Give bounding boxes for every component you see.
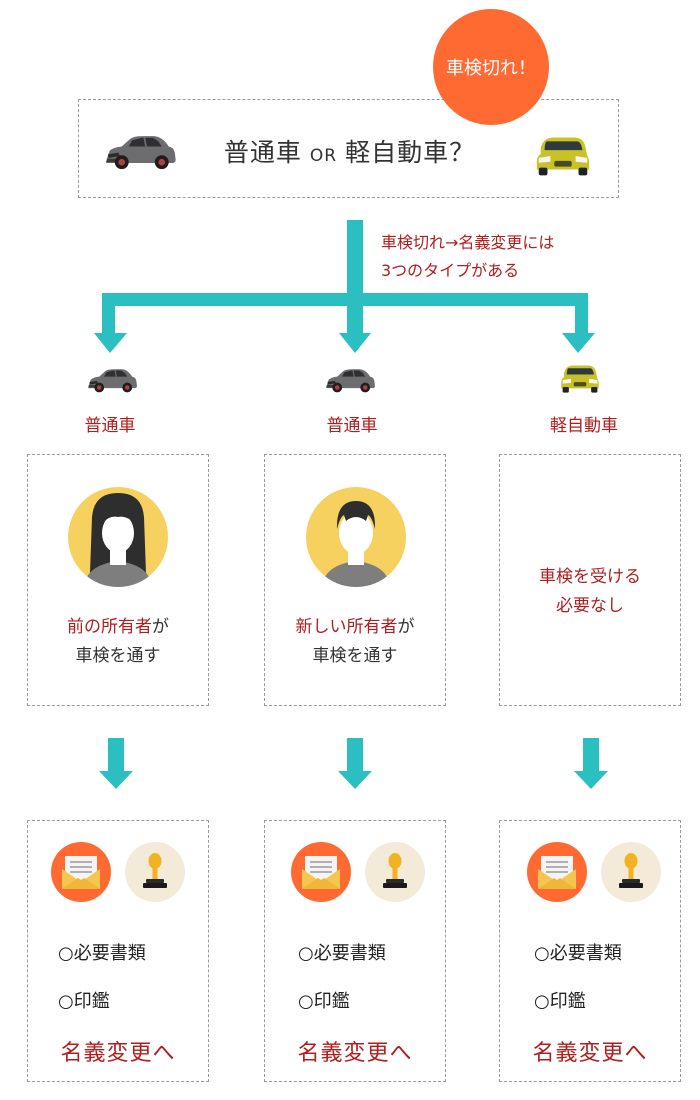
req-3-documents: ○必要書類 bbox=[534, 943, 622, 964]
owner-card-3-text: 車検を受ける 必要なし bbox=[500, 563, 680, 621]
center-arrow-head bbox=[339, 333, 371, 353]
transfer-1: 名義変更へ bbox=[60, 1041, 176, 1066]
transfer-2: 名義変更へ bbox=[297, 1041, 413, 1066]
card-3-line1: 車検を受ける bbox=[539, 567, 641, 587]
req-1-seal: ○印鑑 bbox=[58, 991, 110, 1012]
question-text: 普通車 OR 軽自動車？ bbox=[79, 133, 620, 169]
badge-text: 車検切れ！ bbox=[446, 58, 536, 79]
requirement-card-3: ○必要書類 ○印鑑 名義変更へ bbox=[499, 820, 681, 1082]
seal-stamp-icon bbox=[365, 842, 425, 902]
suv-gray-icon bbox=[87, 368, 138, 393]
seal-stamp-icon bbox=[125, 842, 185, 902]
owner-card-2-text: 新しい所有者が 車検を通す bbox=[265, 613, 445, 671]
kei-car-yellow-icon bbox=[561, 365, 599, 393]
card-2-suffix: が bbox=[397, 617, 415, 637]
suv-gray-icon bbox=[325, 368, 376, 393]
envelope-document-icon bbox=[291, 842, 351, 902]
lower-arrows bbox=[99, 738, 608, 789]
card-2-red-text: 新しい所有者 bbox=[295, 617, 398, 637]
requirement-card-1: ○必要書類 ○印鑑 名義変更へ bbox=[27, 820, 209, 1082]
card-1-suffix: が bbox=[152, 617, 169, 637]
req-1-documents: ○必要書類 bbox=[58, 943, 146, 964]
left-arrow-head bbox=[94, 333, 127, 353]
req-2-seal: ○印鑑 bbox=[298, 991, 350, 1012]
branch-connector bbox=[94, 220, 595, 353]
owner-card-1: 前の所有者が 車検を通す bbox=[27, 454, 209, 706]
expired-inspection-badge: 車検切れ！ bbox=[433, 9, 549, 125]
crossbar-line bbox=[102, 293, 588, 306]
owner-card-1-text: 前の所有者が 車検を通す bbox=[28, 613, 208, 671]
right-drop-line bbox=[575, 293, 588, 333]
envelope-document-icon bbox=[527, 842, 587, 902]
envelope-document-icon bbox=[51, 842, 111, 902]
lower-arrow-3-stem bbox=[583, 738, 599, 771]
branch-note-line2: 3つのタイプがある bbox=[381, 261, 520, 280]
type-label-1: 普通車 bbox=[84, 416, 136, 436]
question-or: OR bbox=[309, 146, 338, 166]
center-drop-line bbox=[347, 293, 363, 333]
question-kei: 軽自動車？ bbox=[345, 138, 476, 167]
transfer-3: 名義変更へ bbox=[532, 1041, 648, 1066]
trunk-line bbox=[347, 220, 363, 306]
lower-arrow-2-stem bbox=[347, 738, 363, 771]
type-label-2: 普通車 bbox=[326, 416, 378, 436]
man-avatar-icon bbox=[306, 487, 406, 587]
branch-note: 車検切れ→名義変更には 3つのタイプがある bbox=[381, 229, 554, 285]
lower-arrow-1-stem bbox=[108, 738, 124, 771]
left-drop-line bbox=[102, 293, 115, 333]
seal-stamp-icon bbox=[601, 842, 661, 902]
owner-card-2: 新しい所有者が 車検を通す bbox=[264, 454, 446, 706]
owner-card-3: 車検を受ける 必要なし bbox=[499, 454, 681, 706]
card-3-line2: 必要なし bbox=[556, 596, 624, 616]
type-label-3: 軽自動車 bbox=[550, 416, 618, 436]
requirement-card-2: ○必要書類 ○印鑑 名義変更へ bbox=[264, 820, 446, 1082]
woman-avatar-icon bbox=[68, 487, 168, 587]
branch-note-line1: 車検切れ→名義変更には bbox=[381, 233, 555, 252]
req-3-seal: ○印鑑 bbox=[534, 991, 586, 1012]
lower-arrow-2-head bbox=[338, 771, 372, 789]
lower-arrow-1-head bbox=[99, 771, 133, 789]
req-2-documents: ○必要書類 bbox=[298, 943, 386, 964]
card-2-line2: 車検を通す bbox=[312, 646, 398, 666]
right-arrow-head bbox=[562, 333, 595, 353]
lower-arrow-3-head bbox=[574, 771, 608, 789]
card-1-line2: 車検を通す bbox=[75, 646, 161, 666]
question-box: 普通車 OR 軽自動車？ bbox=[78, 99, 619, 198]
card-1-red-text: 前の所有者 bbox=[67, 617, 152, 637]
question-ordinary: 普通車 bbox=[223, 138, 302, 167]
